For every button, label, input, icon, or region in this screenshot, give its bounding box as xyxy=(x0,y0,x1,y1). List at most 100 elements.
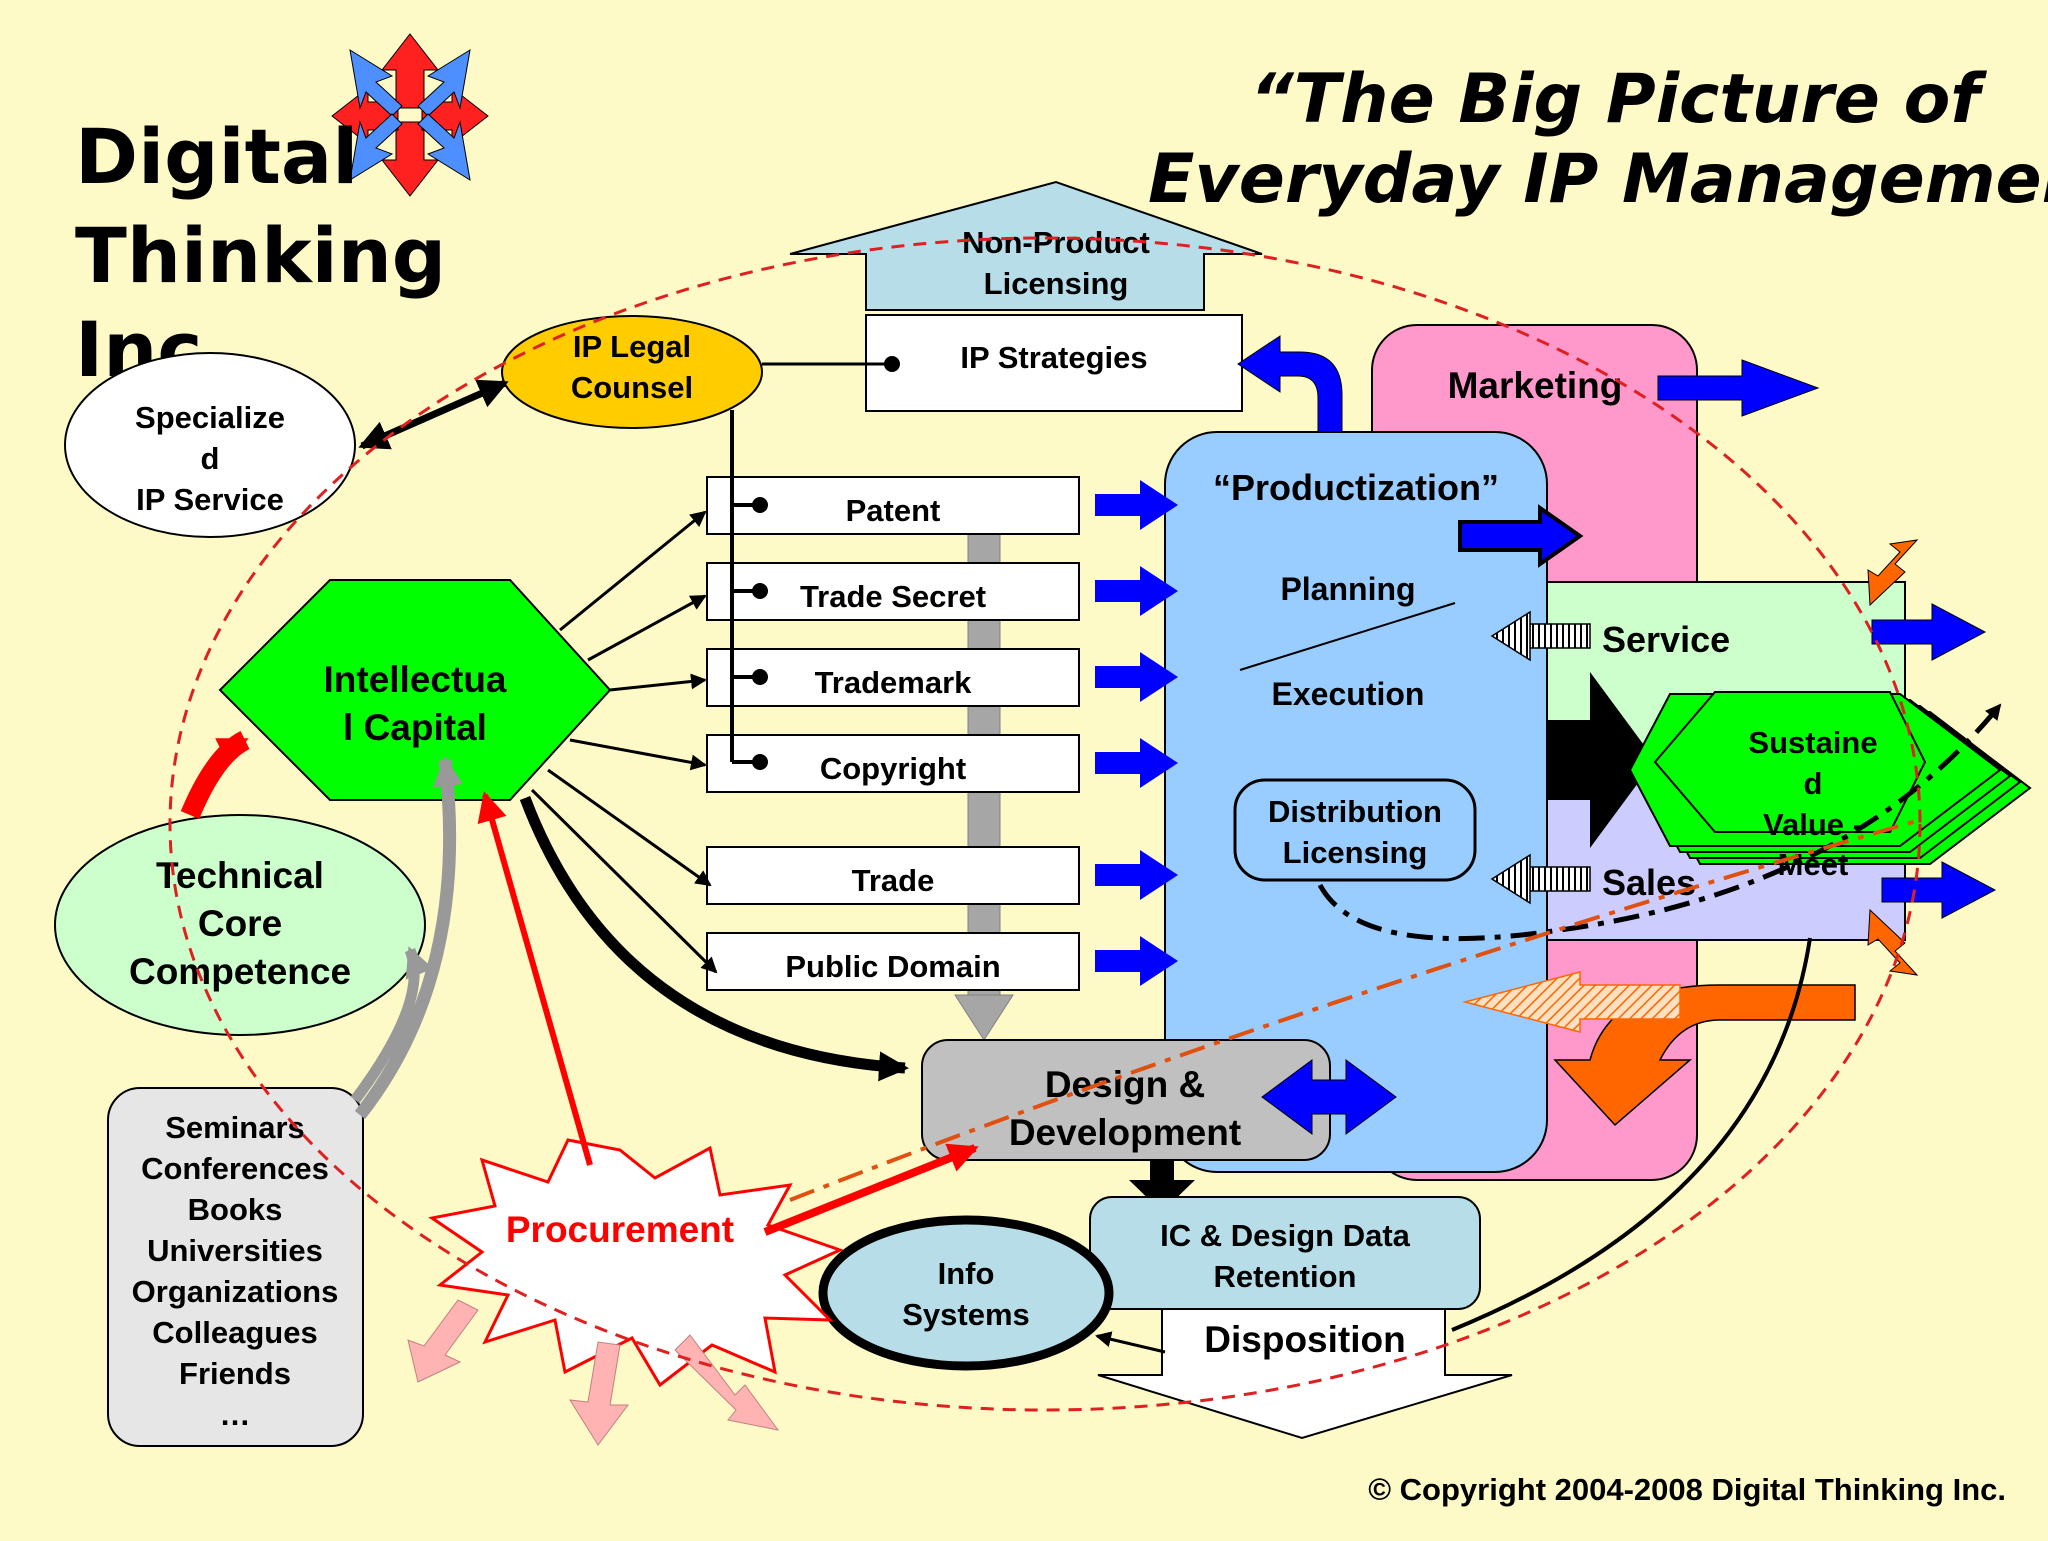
distribution-licensing-line-2: Licensing xyxy=(1283,835,1428,870)
marketing-out-arrow xyxy=(1657,359,1820,417)
ip-type-trademark: Trademark xyxy=(706,648,1080,707)
enterprise-boundary xyxy=(168,236,1922,1412)
ic-to-ip-type-arrows xyxy=(530,510,718,974)
ip-type-copyright-label: Copyright xyxy=(820,751,966,786)
non-product-licensing-arrow xyxy=(789,180,1263,311)
licensing-outflow-line xyxy=(1317,703,2002,942)
source-item: Books xyxy=(188,1192,283,1227)
procurement-to-ic-arrow xyxy=(477,791,593,1166)
ip-type-copyright: Copyright xyxy=(706,734,1080,793)
design-development-line-1: Design & xyxy=(1045,1064,1205,1105)
arrows-logo-icon xyxy=(331,33,489,197)
sales-out-arrow xyxy=(1881,861,1997,919)
marketing-label: Marketing xyxy=(1448,365,1623,406)
ip-strategies-box xyxy=(865,314,1243,412)
sustained-value-line-2: d xyxy=(1804,766,1823,801)
planning-label: Planning xyxy=(1280,571,1415,607)
ip-type-patent-label: Patent xyxy=(846,493,941,528)
procurement-label: Procurement xyxy=(506,1209,734,1250)
ip-legal-counsel-line-2: Counsel xyxy=(571,370,693,405)
sales-label: Sales xyxy=(1602,862,1696,903)
ip-type-trademark-label: Trademark xyxy=(815,665,973,700)
technical-core-competence-line-2: Core xyxy=(198,903,282,944)
source-item: Seminars xyxy=(165,1110,305,1145)
hatched-return-arrow xyxy=(1462,971,1681,1033)
productization-arrow xyxy=(1458,504,1584,568)
distribution-licensing-box xyxy=(1233,778,1477,882)
source-item: Universities xyxy=(147,1233,323,1268)
service-feedback-arrow xyxy=(1490,610,1591,662)
service-out-arrow xyxy=(1871,603,1987,661)
ic-to-design-arrow xyxy=(519,796,909,1082)
diagram-title: “The Big Picture of Everyday IP Manageme… xyxy=(1148,60,2048,219)
non-product-licensing-line-1: Non-Product xyxy=(962,225,1150,260)
knowledge-sources-list: Seminars Conferences Books Universities … xyxy=(132,1110,339,1432)
orange-sales-arrow xyxy=(1867,908,1919,976)
disposition-arrow xyxy=(1097,1304,1513,1440)
source-item: Colleagues xyxy=(152,1315,317,1350)
source-item: … xyxy=(220,1397,251,1432)
ip-type-trade-label: Trade xyxy=(852,863,935,898)
distribution-licensing-line-1: Distribution xyxy=(1268,794,1442,829)
procurement-node xyxy=(428,1138,845,1388)
service-label: Service xyxy=(1602,619,1730,660)
providers-counsel-link xyxy=(358,379,509,450)
ic-design-data-retention-line-1: IC & Design Data xyxy=(1160,1218,1411,1253)
ic-design-data-retention-line-2: Retention xyxy=(1214,1259,1357,1294)
planning-execution-divider xyxy=(1239,602,1456,671)
ip-type-public-domain: Public Domain xyxy=(706,932,1080,991)
ip-type-trade: Trade xyxy=(706,846,1080,905)
execution-label: Execution xyxy=(1272,676,1425,712)
title-line-2: Everyday IP Management” xyxy=(1148,140,2048,219)
ip-strategies-label: IP Strategies xyxy=(960,340,1147,375)
sources-to-competence-arrow xyxy=(350,946,434,1104)
info-systems-line-1: Info xyxy=(938,1256,995,1291)
counsel-ip-bracket xyxy=(730,410,768,770)
design-productization-arrow xyxy=(1261,1059,1397,1135)
sales-to-disposition-line xyxy=(1451,937,1812,1332)
disposition-label: Disposition xyxy=(1204,1319,1405,1360)
non-product-licensing-line-2: Licensing xyxy=(984,266,1129,301)
ip-to-productization-arrows xyxy=(1095,480,1178,986)
technical-core-competence-node xyxy=(54,814,426,1036)
title-line-1: “The Big Picture of xyxy=(1250,60,1987,139)
ip-type-trade-secret: Trade Secret xyxy=(706,562,1080,621)
info-systems-line-2: Systems xyxy=(902,1297,1030,1332)
company-logo: Digital Thinking Inc. xyxy=(75,33,489,394)
counsel-strategies-dot xyxy=(884,356,900,372)
ip-service-providers-line-1: Specialize xyxy=(135,400,285,435)
sales-feedback-arrow xyxy=(1490,853,1591,905)
sources-to-ic-arrow xyxy=(354,756,463,1120)
productization-to-strategies-arrow xyxy=(1237,335,1343,433)
technical-core-competence-line-3: Competence xyxy=(129,951,351,992)
logo-line-2: Thinking xyxy=(75,211,446,300)
technical-core-competence-line-1: Technical xyxy=(156,855,324,896)
procurement-to-design-arrow xyxy=(763,1143,979,1236)
competence-to-ic-arrow xyxy=(180,731,250,819)
sustained-value-node: Sustaine d Value - Meet xyxy=(1628,691,2032,882)
logo-line-1: Digital xyxy=(75,112,358,201)
orange-service-arrow xyxy=(1867,539,1919,607)
sustained-value-line-3: Value - xyxy=(1763,807,1863,842)
productization-label: “Productization” xyxy=(1213,467,1499,508)
ip-service-providers-line-3: IP Service xyxy=(136,482,284,517)
intellectual-capital-node xyxy=(218,579,612,801)
design-to-retention-arrow xyxy=(1129,1160,1195,1212)
ip-legal-counsel-node xyxy=(501,315,763,429)
design-development-line-2: Development xyxy=(1009,1112,1241,1153)
source-item: Organizations xyxy=(132,1274,339,1309)
procurement-value-line xyxy=(789,818,1921,1202)
copyright-notice: © Copyright 2004-2008 Digital Thinking I… xyxy=(1368,1472,2006,1507)
intellectual-capital-line-2: l Capital xyxy=(343,707,487,748)
intellectual-capital-line-1: Intellectua xyxy=(324,659,507,700)
source-item: Conferences xyxy=(141,1151,329,1186)
retention-to-info-arrow xyxy=(1095,1331,1166,1354)
ip-type-patent: Patent xyxy=(706,476,1080,535)
info-systems-node xyxy=(818,1215,1114,1371)
ip-types-column-arrowhead xyxy=(954,994,1014,1041)
ip-type-public-domain-label: Public Domain xyxy=(785,949,1000,984)
ip-service-providers-line-2: d xyxy=(201,441,220,476)
ip-type-trade-secret-label: Trade Secret xyxy=(800,579,986,614)
